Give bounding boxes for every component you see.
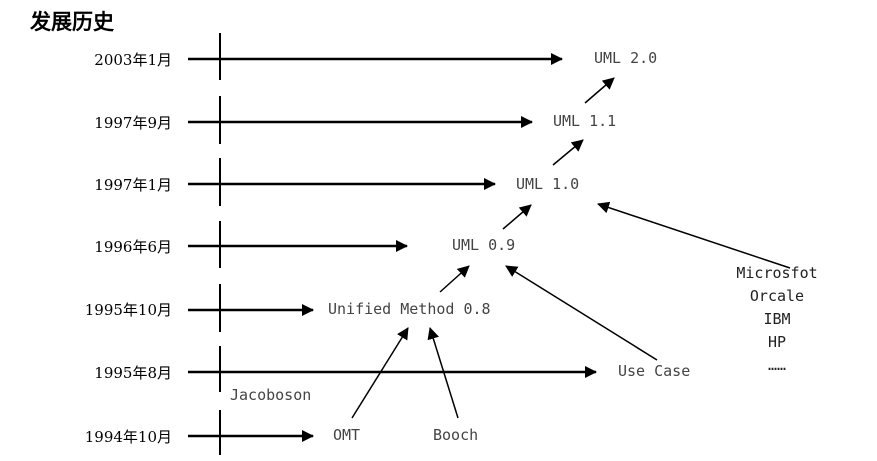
timeline-date: 2003年1月 — [94, 51, 172, 69]
node-uml-2-0: UML 2.0 — [594, 49, 658, 67]
timeline-date: 1995年10月 — [84, 301, 172, 319]
timeline-date: 1997年9月 — [94, 114, 172, 132]
node-jacoboson: Jacoboson — [230, 386, 312, 404]
vendor-item: HP — [767, 333, 787, 351]
arrow-booch-to-unified — [427, 327, 459, 419]
vendor-item: Microsfot — [736, 264, 818, 282]
node-use-case: Use Case — [618, 362, 691, 380]
arrow-unified-to-uml09 — [439, 265, 470, 293]
arrow-vendors-to-uml10 — [597, 201, 791, 269]
vendor-list: Microsfot Orcale IBM HP …… — [722, 262, 832, 377]
node-omt: OMT — [333, 426, 361, 444]
timeline-date: 1995年8月 — [94, 364, 172, 382]
node-uml-0-9: UML 0.9 — [452, 236, 516, 254]
vendor-item: Orcale — [749, 287, 805, 305]
arrow-usecase-to-uml09 — [505, 265, 658, 361]
timeline-date: 1996年6月 — [94, 238, 172, 256]
page-title: 发展历史 — [30, 10, 114, 34]
arrow-omt-to-unified — [351, 327, 409, 419]
node-uml-1-0: UML 1.0 — [516, 175, 580, 193]
arrow-uml10-to-uml11 — [552, 139, 584, 166]
vendor-item: IBM — [763, 310, 791, 328]
arrow-uml11-to-uml20 — [584, 77, 615, 104]
timeline-date: 1994年10月 — [84, 428, 172, 446]
timeline-date: 1997年1月 — [94, 176, 172, 194]
node-booch: Booch — [433, 426, 479, 444]
arrow-uml09-to-uml10 — [502, 204, 532, 230]
node-unified-method: Unified Method 0.8 — [328, 300, 491, 318]
node-uml-1-1: UML 1.1 — [553, 112, 617, 130]
vendor-item: …… — [767, 356, 787, 374]
